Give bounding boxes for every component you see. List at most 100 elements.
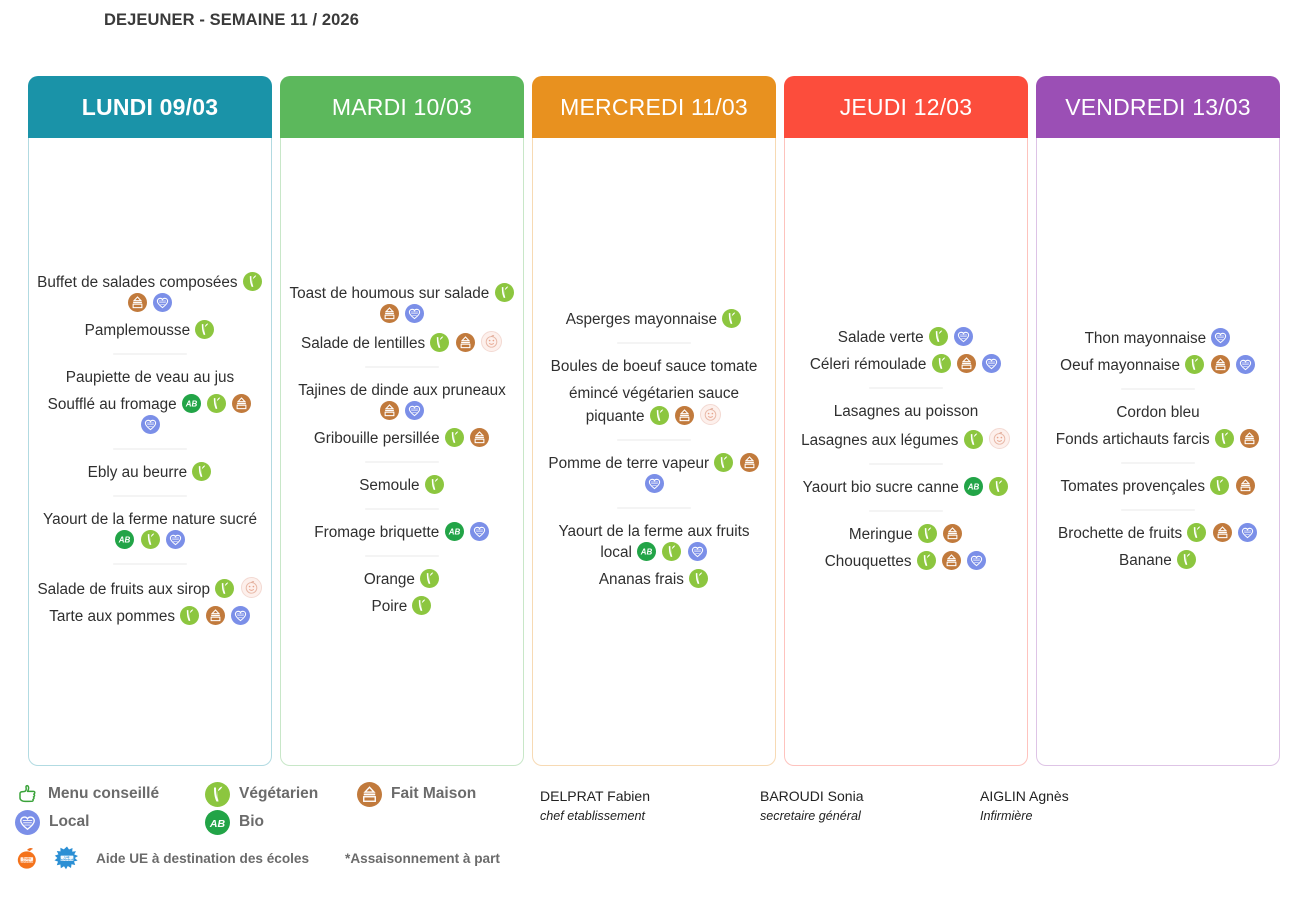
dish[interactable]: Toast de houmous sur salade <box>287 282 517 325</box>
dish-name: Oeuf mayonnaise <box>1060 357 1181 374</box>
eu-aid-icon <box>480 330 502 352</box>
legend-label: Local <box>49 813 90 830</box>
dish-name: Buffet de salades composées <box>37 274 238 291</box>
legend: Menu conseillé Végétarien Fait Maison Loca… <box>14 780 534 872</box>
course-separator <box>1121 462 1195 464</box>
day-body: Buffet de salades composées Pamplemousse… <box>28 138 272 766</box>
course: Toast de houmous sur salade Salade de le… <box>287 282 517 354</box>
dish[interactable]: Tajines de dinde aux pruneaux <box>287 380 517 422</box>
local-icon <box>165 530 185 549</box>
dish[interactable]: Buffet de salades composées <box>35 272 265 314</box>
dish[interactable]: Semoule <box>287 474 517 496</box>
dish[interactable]: Poire <box>287 595 517 617</box>
vegetarian-icon <box>180 606 200 625</box>
course-separator <box>1121 388 1195 390</box>
local-icon <box>469 521 489 541</box>
homemade-icon <box>455 332 475 352</box>
dish[interactable]: Chouquettes <box>791 551 1021 572</box>
day-header[interactable]: LUNDI 09/03 <box>28 76 272 138</box>
local-icon <box>1237 523 1257 542</box>
dish[interactable]: Brochette de fruits <box>1043 523 1273 544</box>
dish[interactable]: Soufflé au fromage AB <box>35 394 265 436</box>
dish[interactable]: Fromage briquette AB <box>287 521 517 543</box>
dish[interactable]: Oeuf mayonnaise <box>1043 355 1273 376</box>
dish[interactable]: Pamplemousse <box>35 320 265 341</box>
legend-item-thumbs-up: Menu conseillé <box>14 781 204 807</box>
course: Meringue Chouquettes <box>791 524 1021 572</box>
svg-text:AB: AB <box>447 527 460 536</box>
vegetarian-icon <box>649 406 669 425</box>
dish[interactable]: émincé végétarien sauce piquante <box>539 383 769 427</box>
bio-icon: AB <box>205 809 230 835</box>
dish[interactable]: Ananas frais <box>539 569 769 590</box>
homemade-icon <box>1240 429 1260 448</box>
local-icon <box>230 606 250 625</box>
dish-name: Soufflé au fromage <box>47 396 177 413</box>
course: Brochette de fruits Banane <box>1043 523 1273 571</box>
dish-name: Salade de lentilles <box>301 334 426 352</box>
day-header[interactable]: MARDI 10/03 <box>280 76 524 138</box>
dish[interactable]: Paupiette de veau au jus <box>35 367 265 388</box>
eu-aid-icon <box>988 428 1010 449</box>
dish-name: Chouquettes <box>824 553 912 570</box>
fruit-eu-logo: Fruits l'\u00e9cole <box>14 845 40 871</box>
dish[interactable]: Gribouille persillée <box>287 427 517 449</box>
vegetarian-icon <box>931 354 951 373</box>
dish[interactable]: Salade de lentilles <box>287 330 517 354</box>
day-header[interactable]: JEUDI 12/03 <box>784 76 1028 138</box>
dish[interactable]: Lasagnes au poisson <box>791 401 1021 422</box>
vegetarian-icon <box>420 568 440 588</box>
course: Pomme de terre vapeur <box>539 453 769 495</box>
dish[interactable]: Yaourt de la ferme nature sucré AB <box>35 509 265 551</box>
course: Tomates provençales <box>1043 476 1273 497</box>
dish[interactable]: Asperges mayonnaise <box>539 309 769 330</box>
course: Asperges mayonnaise <box>539 309 769 330</box>
dish[interactable]: Pomme de terre vapeur <box>539 453 769 495</box>
dish[interactable]: Fonds artichauts farcis <box>1043 429 1273 450</box>
signature-role: chef etablissement <box>540 809 646 823</box>
dish[interactable]: Salade de fruits aux sirop <box>35 577 265 600</box>
legend-item-vegetarian: Végétarien <box>204 781 356 807</box>
dish[interactable]: Banane <box>1043 550 1273 571</box>
dish-name: Lasagnes au poisson <box>833 403 979 420</box>
legend-label: Fait Maison <box>391 785 477 802</box>
vegetarian-icon <box>242 272 262 291</box>
dish[interactable]: Salade verte <box>791 327 1021 348</box>
homemade-icon <box>943 524 963 543</box>
day-header[interactable]: MERCREDI 11/03 <box>532 76 776 138</box>
day-body: Thon mayonnaise Oeuf mayonnaise Cordon b… <box>1036 138 1280 766</box>
dish-name: Poire <box>371 597 408 615</box>
dish-name: Fromage briquette <box>314 523 440 541</box>
vegetarian-icon <box>195 320 215 339</box>
signature-name: BAROUDI Sonia <box>760 788 864 804</box>
dish[interactable]: Yaourt bio sucre canne AB <box>791 477 1021 498</box>
dish[interactable]: Ebly au beurre <box>35 462 265 483</box>
dish[interactable]: Céleri rémoulade <box>791 354 1021 375</box>
signature-name: AIGLIN Agnès <box>980 788 1069 804</box>
day-header[interactable]: VENDREDI 13/03 <box>1036 76 1280 138</box>
dish[interactable]: Yaourt de la ferme aux fruits local AB <box>539 521 769 563</box>
dish-name: Asperges mayonnaise <box>565 311 718 328</box>
dish[interactable]: Thon mayonnaise <box>1043 328 1273 349</box>
dish[interactable]: Tomates provençales <box>1043 476 1273 497</box>
course: Orange Poire <box>287 568 517 617</box>
day-body: Salade verte Céleri rémoulade Lasagnes a… <box>784 138 1028 766</box>
legend-row-eu-aid: Fruits l'\u00e9cole Lait l'\u00e9cole Ai… <box>14 844 534 872</box>
local-icon <box>982 354 1002 373</box>
dish[interactable]: Tarte aux pommes <box>35 606 265 627</box>
vegetarian-icon <box>424 474 444 494</box>
legend-label: Menu conseillé <box>48 785 160 802</box>
course-separator <box>113 353 187 355</box>
svg-text:AB: AB <box>209 817 226 829</box>
vegetarian-icon <box>963 430 983 449</box>
dish[interactable]: Meringue <box>791 524 1021 545</box>
dish[interactable]: Lasagnes aux légumes <box>791 428 1021 451</box>
local-icon <box>405 303 425 323</box>
dish[interactable]: Cordon bleu <box>1043 402 1273 423</box>
dish[interactable]: Orange <box>287 568 517 590</box>
dish[interactable]: Boules de boeuf sauce tomate <box>539 356 769 377</box>
